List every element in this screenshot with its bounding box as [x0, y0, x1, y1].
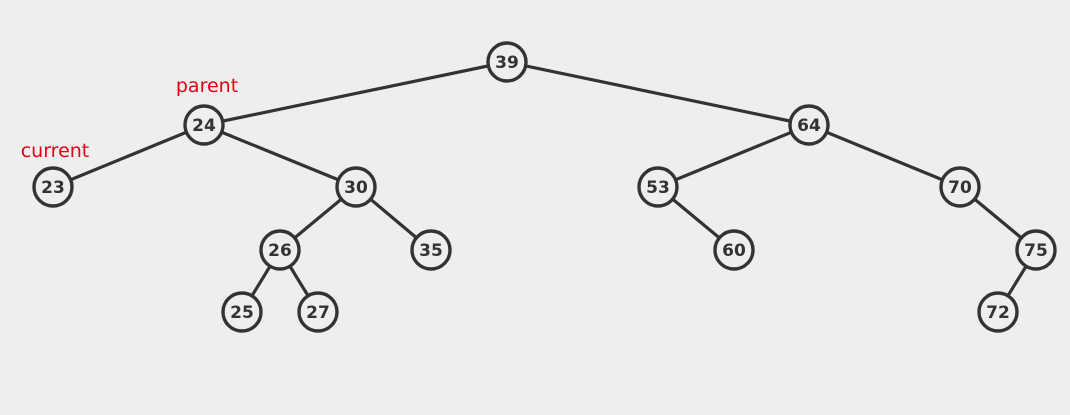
tree-node-53: 53: [637, 166, 679, 208]
node-value: 53: [646, 178, 670, 198]
node-circle: [297, 291, 339, 333]
node-circle: [259, 229, 301, 271]
node-value: 39: [495, 53, 519, 73]
edge-64-53: [656, 123, 811, 189]
node-value: 27: [306, 303, 330, 323]
node-circle: [939, 166, 981, 208]
node-value: 60: [722, 241, 746, 261]
node-circle: [486, 41, 528, 83]
tree-node-27: 27: [297, 291, 339, 333]
node-circle: [221, 291, 263, 333]
node-circle: [1015, 229, 1057, 271]
node-circle: [32, 166, 74, 208]
node-value: 23: [41, 178, 65, 198]
tree-node-26: 26: [259, 229, 301, 271]
edge-39-64: [505, 60, 811, 127]
node-value: 26: [268, 241, 292, 261]
node-circle: [335, 166, 377, 208]
node-circle: [410, 229, 452, 271]
tree-node-75: 75: [1015, 229, 1057, 271]
tree-node-70: 70: [939, 166, 981, 208]
edge-24-23: [51, 123, 206, 189]
tree-node-23: 23: [32, 166, 74, 208]
node-value: 70: [948, 178, 972, 198]
node-circle: [713, 229, 755, 271]
node-value: 35: [419, 241, 443, 261]
nodes-layer: 39 24 64 23 30 53 70 26 35 60 75 25 27 72: [32, 41, 1057, 333]
edge-64-70: [807, 123, 962, 189]
pointer-labels-layer: parent current: [21, 75, 238, 162]
pointer-label-current: current: [21, 140, 90, 162]
node-value: 64: [797, 116, 821, 136]
tree-node-72: 72: [977, 291, 1019, 333]
node-value: 72: [986, 303, 1010, 323]
tree-node-39: 39: [486, 41, 528, 83]
tree-node-30: 30: [335, 166, 377, 208]
tree-node-60: 60: [713, 229, 755, 271]
edge-39-24: [202, 60, 509, 127]
node-circle: [788, 104, 830, 146]
tree-node-64: 64: [788, 104, 830, 146]
edge-24-30: [202, 123, 358, 189]
node-value: 25: [230, 303, 254, 323]
node-circle: [977, 291, 1019, 333]
tree-node-35: 35: [410, 229, 452, 271]
tree-node-25: 25: [221, 291, 263, 333]
tree-node-24: 24: [183, 104, 225, 146]
node-circle: [183, 104, 225, 146]
node-value: 30: [344, 178, 368, 198]
pointer-label-parent: parent: [176, 75, 238, 97]
node-value: 24: [192, 116, 216, 136]
node-circle: [637, 166, 679, 208]
node-value: 75: [1024, 241, 1048, 261]
